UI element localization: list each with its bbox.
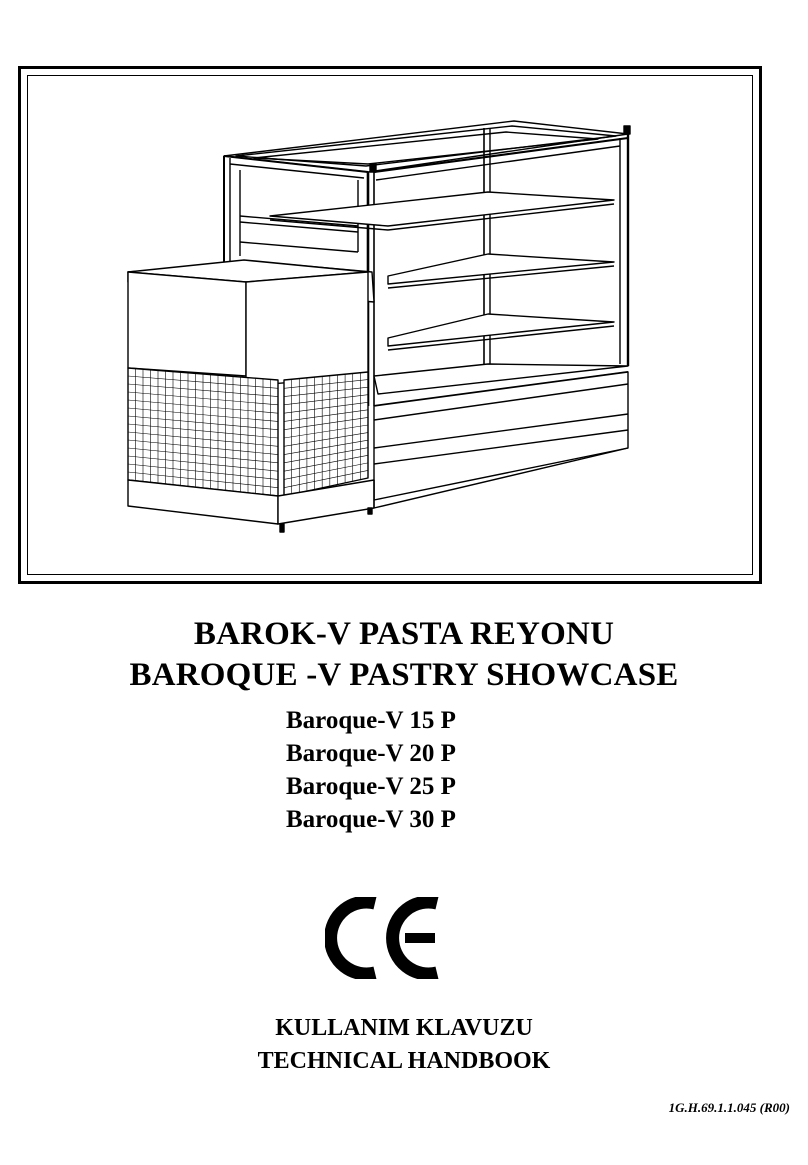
subtitle-english: TECHNICAL HANDBOOK <box>257 1048 551 1074</box>
ce-mark-icon <box>324 895 445 984</box>
model-list: Baroque-V 15 P Baroque-V 20 P Baroque-V … <box>286 704 456 836</box>
title-turkish: BAROK-V PASTA REYONU <box>193 616 615 652</box>
title-english: BAROQUE -V PASTRY SHOWCASE <box>129 657 679 693</box>
model-item: Baroque-V 15 P <box>286 707 456 734</box>
illustration-frame <box>18 66 762 584</box>
subtitle-turkish: KULLANIM KLAVUZU <box>275 1015 533 1041</box>
document-reference: 1G.H.69.1.1.045 (R00) <box>668 1100 790 1115</box>
model-item: Baroque-V 25 P <box>286 773 456 800</box>
pastry-showcase-illustration-icon <box>127 120 631 533</box>
model-item: Baroque-V 30 P <box>286 806 456 833</box>
model-item: Baroque-V 20 P <box>286 740 456 767</box>
illustration-inner-frame <box>27 75 753 575</box>
